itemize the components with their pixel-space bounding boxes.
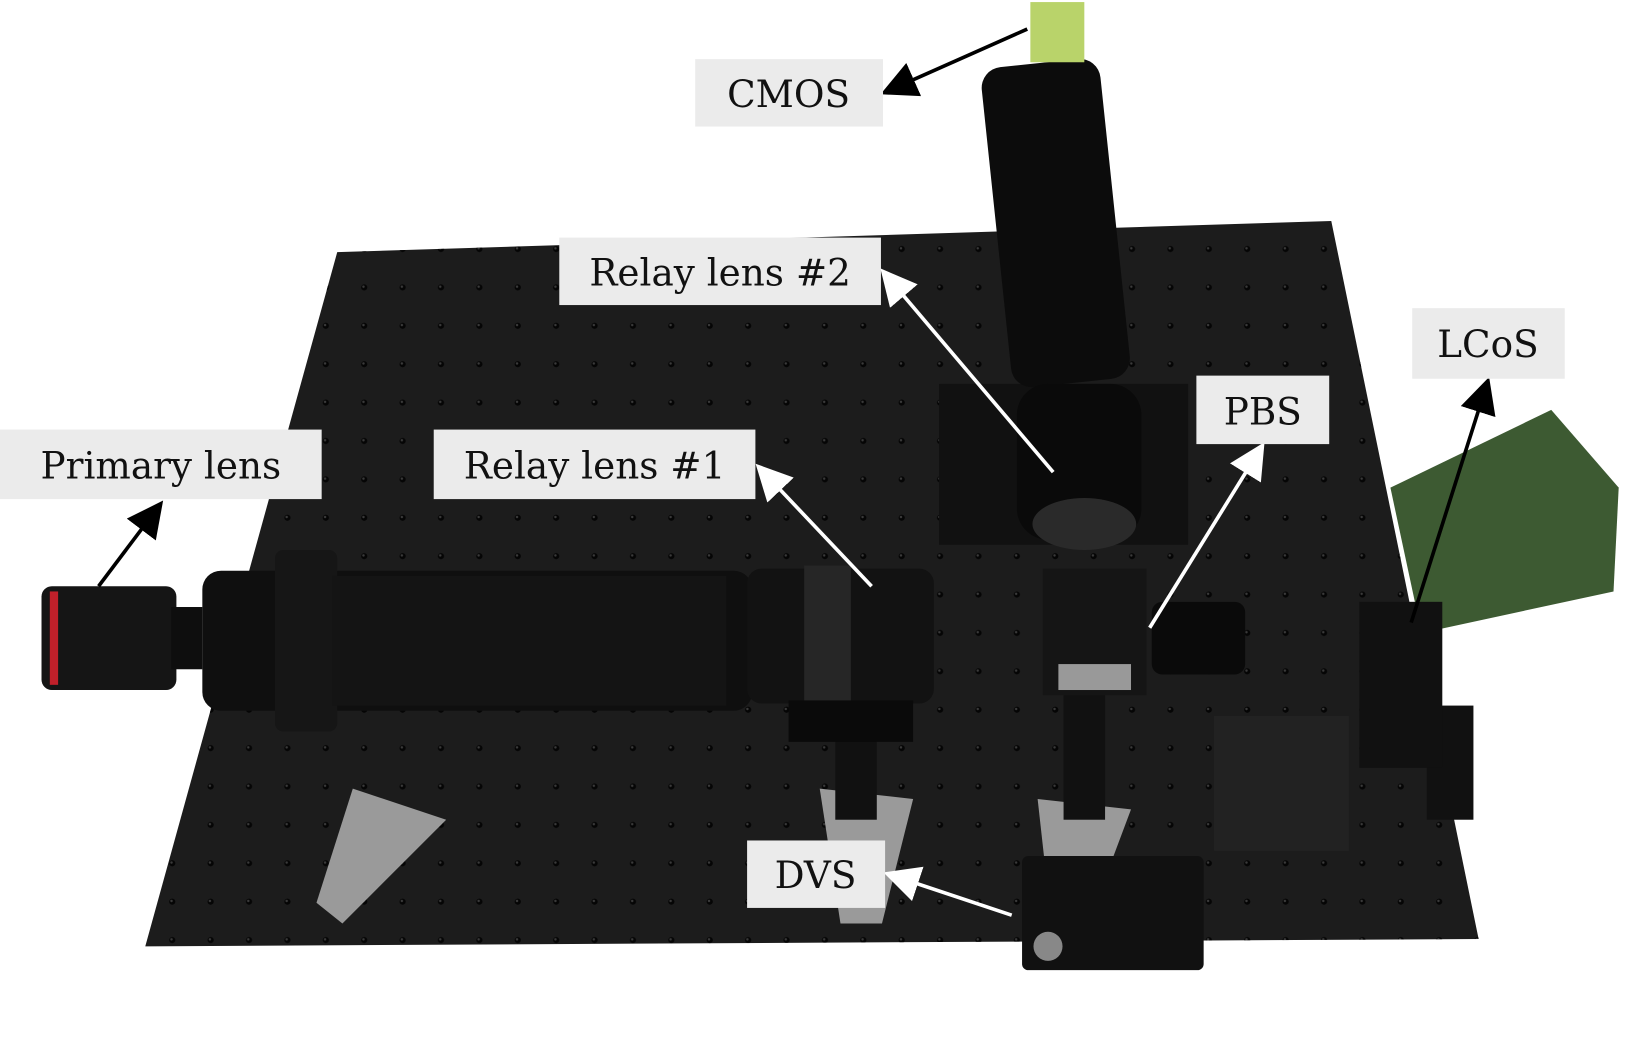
lcos-assembly	[1214, 409, 1619, 851]
primary-lens	[41, 586, 203, 691]
arrow-pbs	[1148, 442, 1265, 629]
label-relay-lens-2: Relay lens #2	[559, 237, 881, 306]
arrow-primary-lens	[97, 500, 164, 588]
label-dvs-text: DVS	[775, 853, 857, 897]
label-pbs-text: PBS	[1224, 389, 1302, 433]
label-cmos-text: CMOS	[727, 72, 850, 116]
relay-lens-2-and-cmos-tower	[939, 2, 1189, 550]
lens-tube	[202, 549, 753, 732]
label-pbs: PBS	[1196, 375, 1330, 445]
dvs-camera	[1022, 856, 1204, 971]
label-relay-lens-2-text: Relay lens #2	[589, 250, 851, 294]
label-dvs: DVS	[747, 840, 886, 908]
relay-lens-1	[747, 565, 934, 742]
label-relay-lens-1-text: Relay lens #1	[464, 443, 726, 487]
arrow-relay-lens-2	[880, 268, 1055, 474]
label-primary-lens-text: Primary lens	[40, 443, 281, 487]
pbs-cube	[1042, 568, 1246, 696]
label-lcos-text: LCoS	[1437, 322, 1538, 366]
arrow-dvs	[883, 866, 1013, 917]
label-primary-lens: Primary lens	[0, 429, 322, 500]
label-relay-lens-1: Relay lens #1	[433, 429, 756, 500]
annotation-arrows	[97, 27, 1496, 917]
arrow-cmos	[880, 27, 1028, 97]
label-cmos: CMOS	[695, 59, 884, 127]
arrow-lcos	[1409, 376, 1496, 624]
label-lcos: LCoS	[1412, 308, 1565, 379]
arrow-relay-lens-1	[755, 463, 873, 588]
